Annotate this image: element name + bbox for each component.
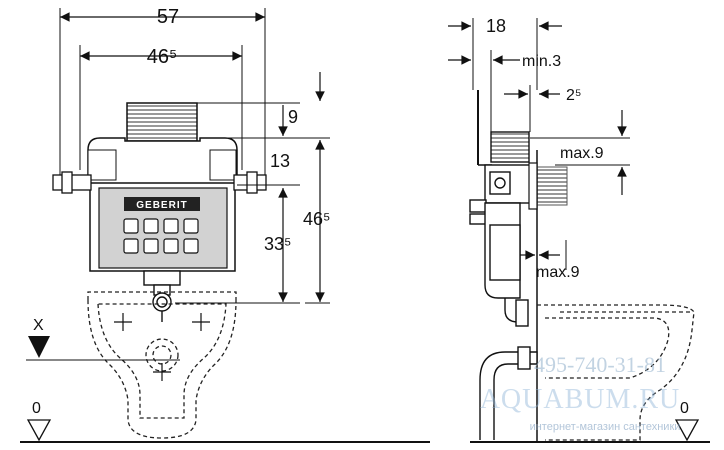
fixing-marks (114, 313, 210, 381)
side-flush-plate (528, 162, 568, 210)
side-toilet-outline (537, 304, 695, 441)
watermark-phone: 495-740-31-81 (534, 352, 666, 377)
marker-x-label: X (33, 317, 44, 334)
front-floor: 0 (20, 400, 430, 443)
side-brackets (52, 171, 267, 194)
dim-depth-label: 18 (486, 16, 506, 36)
brand-badge (124, 197, 200, 211)
side-cistern (469, 131, 534, 327)
dim-plate-gap-label: 13 (270, 151, 290, 171)
dim-outlet-height: 33⁵ (175, 188, 300, 304)
dim-max-side: max.9 (520, 240, 580, 281)
outlet-pipe (143, 270, 181, 322)
side-floor: 0 (470, 400, 710, 443)
watermark: 495-740-31-81 AQUABUM.RU интернет-магази… (480, 352, 681, 433)
dim-plate-depth: 2⁵ (504, 85, 582, 132)
side-floor-label: 0 (680, 400, 689, 417)
dim-top-offset: 9 (197, 72, 330, 139)
dim-overall-width: 57 (59, 6, 266, 175)
dim-total-height-label: 46⁵ (303, 209, 330, 229)
dim-frame-width: 46⁵ (79, 45, 243, 170)
watermark-tagline: интернет-магазин сантехники (530, 421, 681, 433)
dim-frame-width-label: 46⁵ (147, 46, 178, 68)
dim-depth: 18 (448, 16, 562, 90)
dim-max-top: max.9 (530, 110, 630, 195)
floor-level-icon (26, 419, 52, 442)
drain-pipe (479, 346, 538, 440)
dim-plate-gap: 13 (237, 151, 300, 186)
dim-max-top-label: max.9 (560, 145, 604, 162)
cistern-body: GEBERIT (87, 137, 238, 272)
front-view: 57 46⁵ GEBERIT (20, 6, 430, 443)
dim-max-side-label: max.9 (536, 264, 580, 281)
dim-outlet-height-label: 33⁵ (264, 234, 291, 254)
flush-grille (126, 102, 198, 142)
dim-top-offset-label: 9 (288, 107, 298, 127)
side-view: 18 min.3 2⁵ (448, 16, 710, 443)
watermark-site: AQUABUM.RU (480, 384, 681, 415)
dim-overall-width-label: 57 (157, 6, 179, 28)
flush-button-grid (123, 218, 199, 254)
brand-label: GEBERIT (136, 200, 187, 211)
side-floor-level-icon (674, 419, 700, 442)
height-marker-x: X (26, 317, 180, 361)
marker-x-icon (28, 336, 50, 358)
dim-min-offset-label: min.3 (522, 53, 561, 70)
dim-plate-depth-label: 2⁵ (566, 87, 582, 104)
dim-total-height: 46⁵ (303, 140, 330, 304)
front-floor-label: 0 (32, 400, 41, 417)
dim-min-offset: min.3 (448, 50, 561, 132)
